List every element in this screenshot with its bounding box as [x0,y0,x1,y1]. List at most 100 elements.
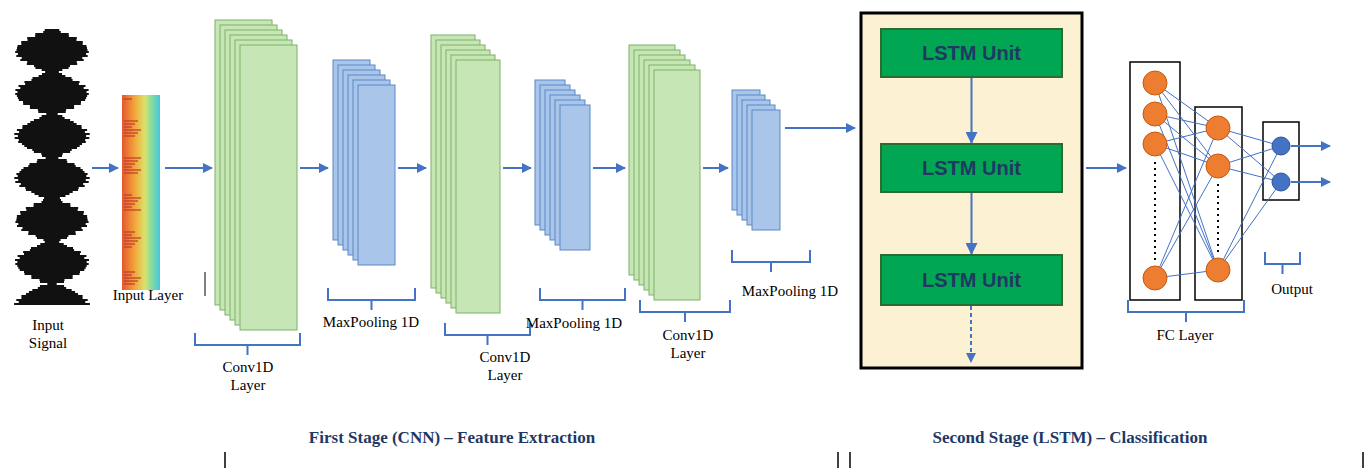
spectrogram-texture [124,240,138,242]
layer-label: FC Layer [1135,326,1235,344]
spectrogram-texture [124,246,132,248]
spectrogram-texture [124,135,135,137]
spectrogram-texture [124,209,141,211]
lstm-panel [861,13,1082,368]
spectrogram-texture [124,166,132,168]
section-tick [1362,452,1364,468]
flow-connector [971,193,973,254]
ellipsis-dots [1154,162,1156,262]
output-column [1263,122,1299,200]
flow-arrow [970,306,972,362]
output-neuron [1272,137,1290,155]
group-brace [640,300,730,322]
unit-label: LSTM Unit [922,42,1021,65]
neuron [1206,154,1230,178]
group-brace [328,288,415,310]
layer-label: Input Signal [16,316,80,352]
spectrogram-texture [124,132,138,134]
unit-label: LSTM Unit [922,157,1021,180]
spectrogram-texture [124,129,141,131]
spectrogram-texture [124,163,135,165]
flow-arrow [703,167,728,169]
spectrogram-texture [124,274,132,276]
layer-label: MaxPooling 1D [321,313,421,331]
lstm-unit-box: LSTM Unit [880,28,1063,78]
flow-arrow [1291,145,1330,147]
conv1d-stack [456,60,500,313]
group-brace [195,333,300,355]
fc-column [1195,107,1242,300]
flow-arrow [1291,181,1330,183]
flow-arrow [503,167,531,169]
fc-column [1130,62,1180,300]
section-tick [224,452,226,468]
spectrogram-texture [124,271,135,273]
tick-mark [205,272,206,296]
neuron [1143,132,1167,156]
spectrogram-texture [124,234,132,236]
neuron [1206,258,1230,282]
dense-link [1155,166,1218,278]
lstm-unit-box: LSTM Unit [880,254,1063,306]
flow-arrow [92,167,118,169]
flow-arrow [1086,167,1126,169]
spectrogram-texture [124,206,132,208]
output-neuron [1272,173,1290,191]
neuron [1143,71,1167,95]
section-tick [849,452,851,468]
spectrogram-texture [124,243,135,245]
spectrogram-texture [124,277,141,279]
layer-label: Conv1D Layer [648,326,728,362]
spectrogram-texture [124,203,135,205]
spectrogram-texture [124,157,141,159]
spectrogram-texture [124,237,141,239]
layer-label: Conv1D Layer [465,348,545,384]
spectrogram-texture [124,231,135,233]
layer-label: Output [1257,280,1327,298]
stage-title: Second Stage (LSTM) – Classification [850,428,1290,448]
spectrogram-texture [124,123,135,125]
flow-arrow [785,127,855,129]
conv1d-stack [240,45,297,330]
spectrogram-texture [124,126,132,128]
flow-arrow [300,167,328,169]
spectrogram-texture [124,160,138,162]
group-brace [732,250,810,272]
group-brace [540,288,625,310]
spectrogram-texture [124,194,132,196]
group-brace [1265,252,1300,274]
conv1d-stack [654,70,700,300]
layer-label: MaxPooling 1D [524,314,624,332]
neuron [1143,266,1167,290]
lstm-unit-box: LSTM Unit [880,143,1063,193]
input-spectrogram [122,95,160,290]
stage-title: First Stage (CNN) – Feature Extraction [232,428,672,448]
maxpool-stack [752,110,780,230]
ellipsis-dots [1217,184,1219,254]
spectrogram-texture [124,172,138,174]
group-brace [1128,300,1244,322]
unit-label: LSTM Unit [922,269,1021,292]
maxpool-stack [358,85,395,265]
neuron [1206,116,1230,140]
spectrogram-texture [124,169,141,171]
flow-arrow [593,167,625,169]
dense-link [1218,182,1281,270]
neuron [1143,102,1167,126]
group-brace [445,323,530,345]
spectrogram-texture [124,98,132,100]
input-waveform [14,30,90,304]
spectrogram-texture [124,200,138,202]
flow-arrow [165,167,212,169]
spectrogram-texture [124,280,138,282]
flow-connector [971,78,973,143]
maxpool-stack [560,105,590,250]
layer-label: MaxPooling 1D [740,282,840,300]
layer-label: Conv1D Layer [208,358,288,394]
section-tick [837,452,839,468]
spectrogram-texture [124,197,141,199]
flow-arrow [398,167,426,169]
